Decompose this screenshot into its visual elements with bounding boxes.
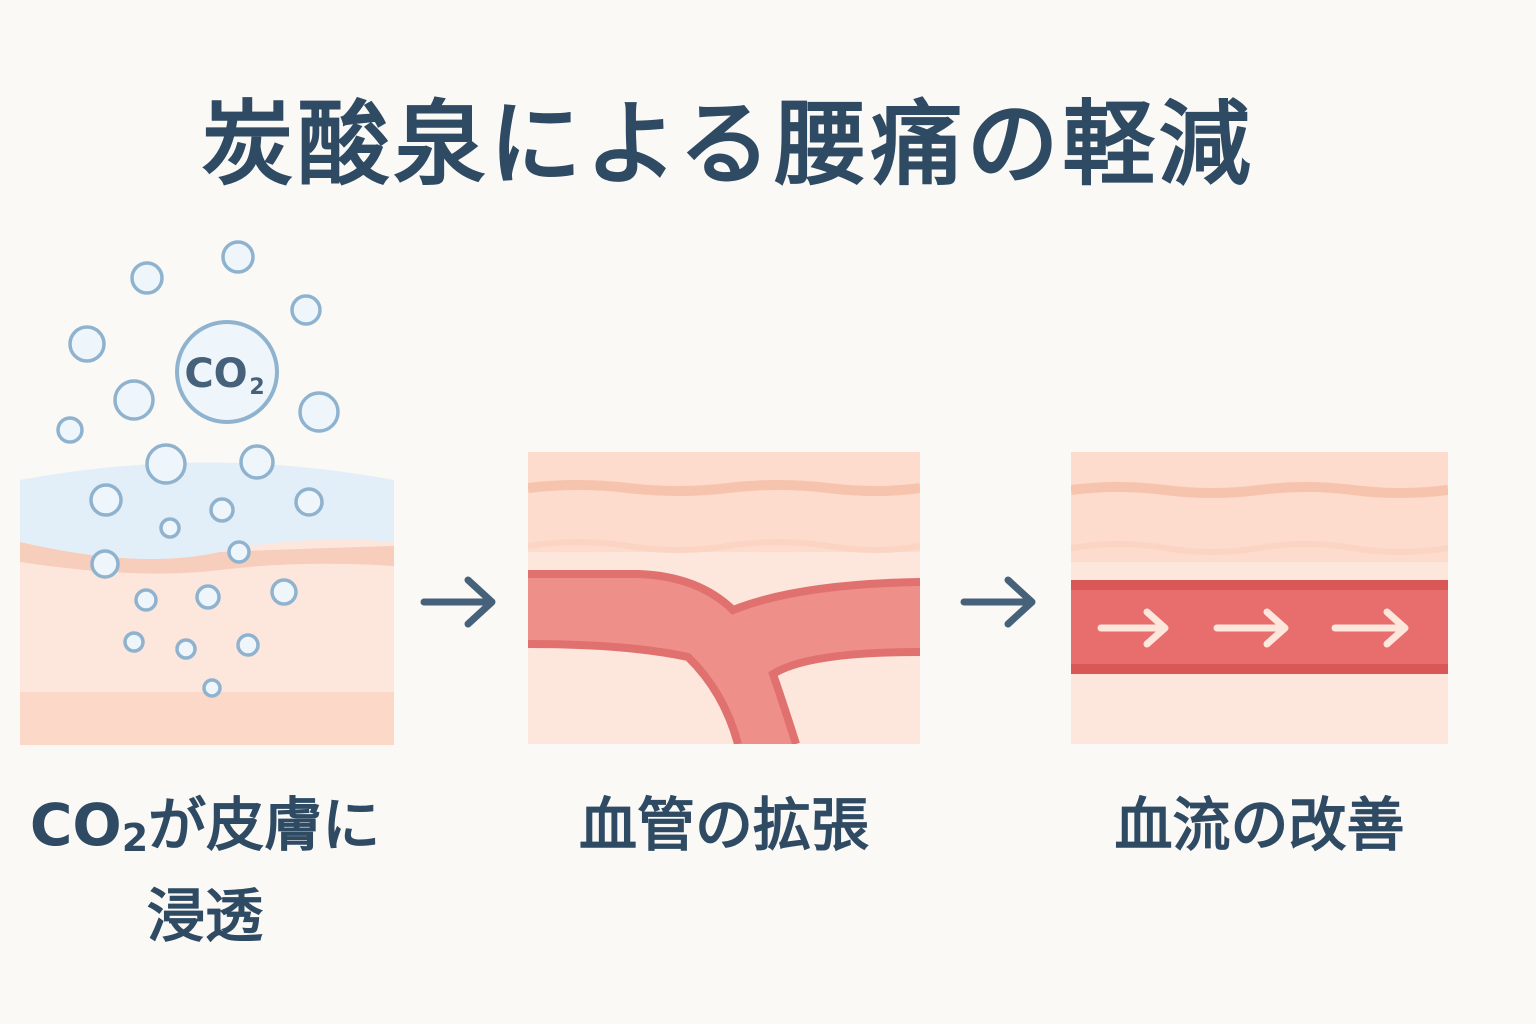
skin-line: [528, 539, 920, 553]
vessel-dilation-illustration: [528, 452, 920, 744]
blood-flow-illustration: [1071, 452, 1448, 744]
bubble-icon: [175, 638, 197, 660]
bubble-icon: [123, 631, 145, 653]
bubble-icon: [145, 443, 187, 485]
skin-line: [1071, 541, 1448, 555]
right-arrow-icon: [960, 572, 1040, 636]
dilated-vessel: [528, 574, 920, 744]
skin-line: [528, 480, 920, 496]
page-title: 炭酸泉による腰痛の軽減: [201, 91, 1255, 198]
vessel-wall: [528, 640, 742, 744]
bubble-icon: [202, 678, 222, 698]
bubble-icon: [209, 497, 235, 523]
bubble-icon: [236, 633, 260, 657]
bubbles: [56, 240, 340, 698]
co2-penetration-panel: CO 2: [20, 230, 394, 745]
co2-bubble-icon: [175, 320, 279, 424]
co2-label: CO: [184, 351, 247, 397]
bubble-icon: [290, 294, 322, 326]
bubble-icon: [294, 487, 324, 517]
step-2-caption: 血管の拡張: [578, 791, 869, 859]
bubble-icon: [134, 588, 158, 612]
step-1-caption: CO2が皮膚に 浸透: [20, 786, 390, 955]
flow-arrow-icon: [1331, 608, 1409, 648]
step-3-caption: 血流の改善: [1114, 791, 1405, 859]
skin-deep-layer: [20, 692, 394, 745]
vessel-wall: [528, 570, 920, 615]
vessel-wall: [768, 648, 920, 744]
step-1-caption-line2: 浸透: [146, 882, 263, 950]
co2-label-subscript: 2: [249, 375, 264, 400]
step-1-caption-subscript: 2: [121, 816, 149, 860]
bubble-icon: [90, 549, 120, 579]
bubble-icon: [221, 240, 255, 274]
bubble-icon: [195, 584, 221, 610]
bubble-icon: [89, 483, 123, 517]
bubble-icon: [68, 325, 106, 363]
bubble-icon: [239, 444, 275, 480]
step-1-caption-rest: が皮膚に: [148, 791, 381, 859]
bubble-icon: [130, 261, 164, 295]
flow-arrow-icon: [1097, 608, 1169, 648]
step-1-caption-co: CO: [29, 791, 122, 859]
bubble-icon: [270, 578, 298, 606]
vessel-dilation-panel: [528, 452, 920, 744]
blood-flow-panel: [1071, 452, 1448, 744]
co2-penetration-illustration: CO 2: [20, 240, 394, 745]
bubble-icon: [56, 416, 84, 444]
bubble-icon: [227, 540, 251, 564]
flow-arrow-icon: [1213, 608, 1289, 648]
right-arrow-icon: [420, 572, 500, 636]
bubble-icon: [113, 379, 155, 421]
bubble-icon: [159, 517, 181, 539]
bubble-icon: [298, 391, 340, 433]
skin-line: [1071, 482, 1448, 498]
